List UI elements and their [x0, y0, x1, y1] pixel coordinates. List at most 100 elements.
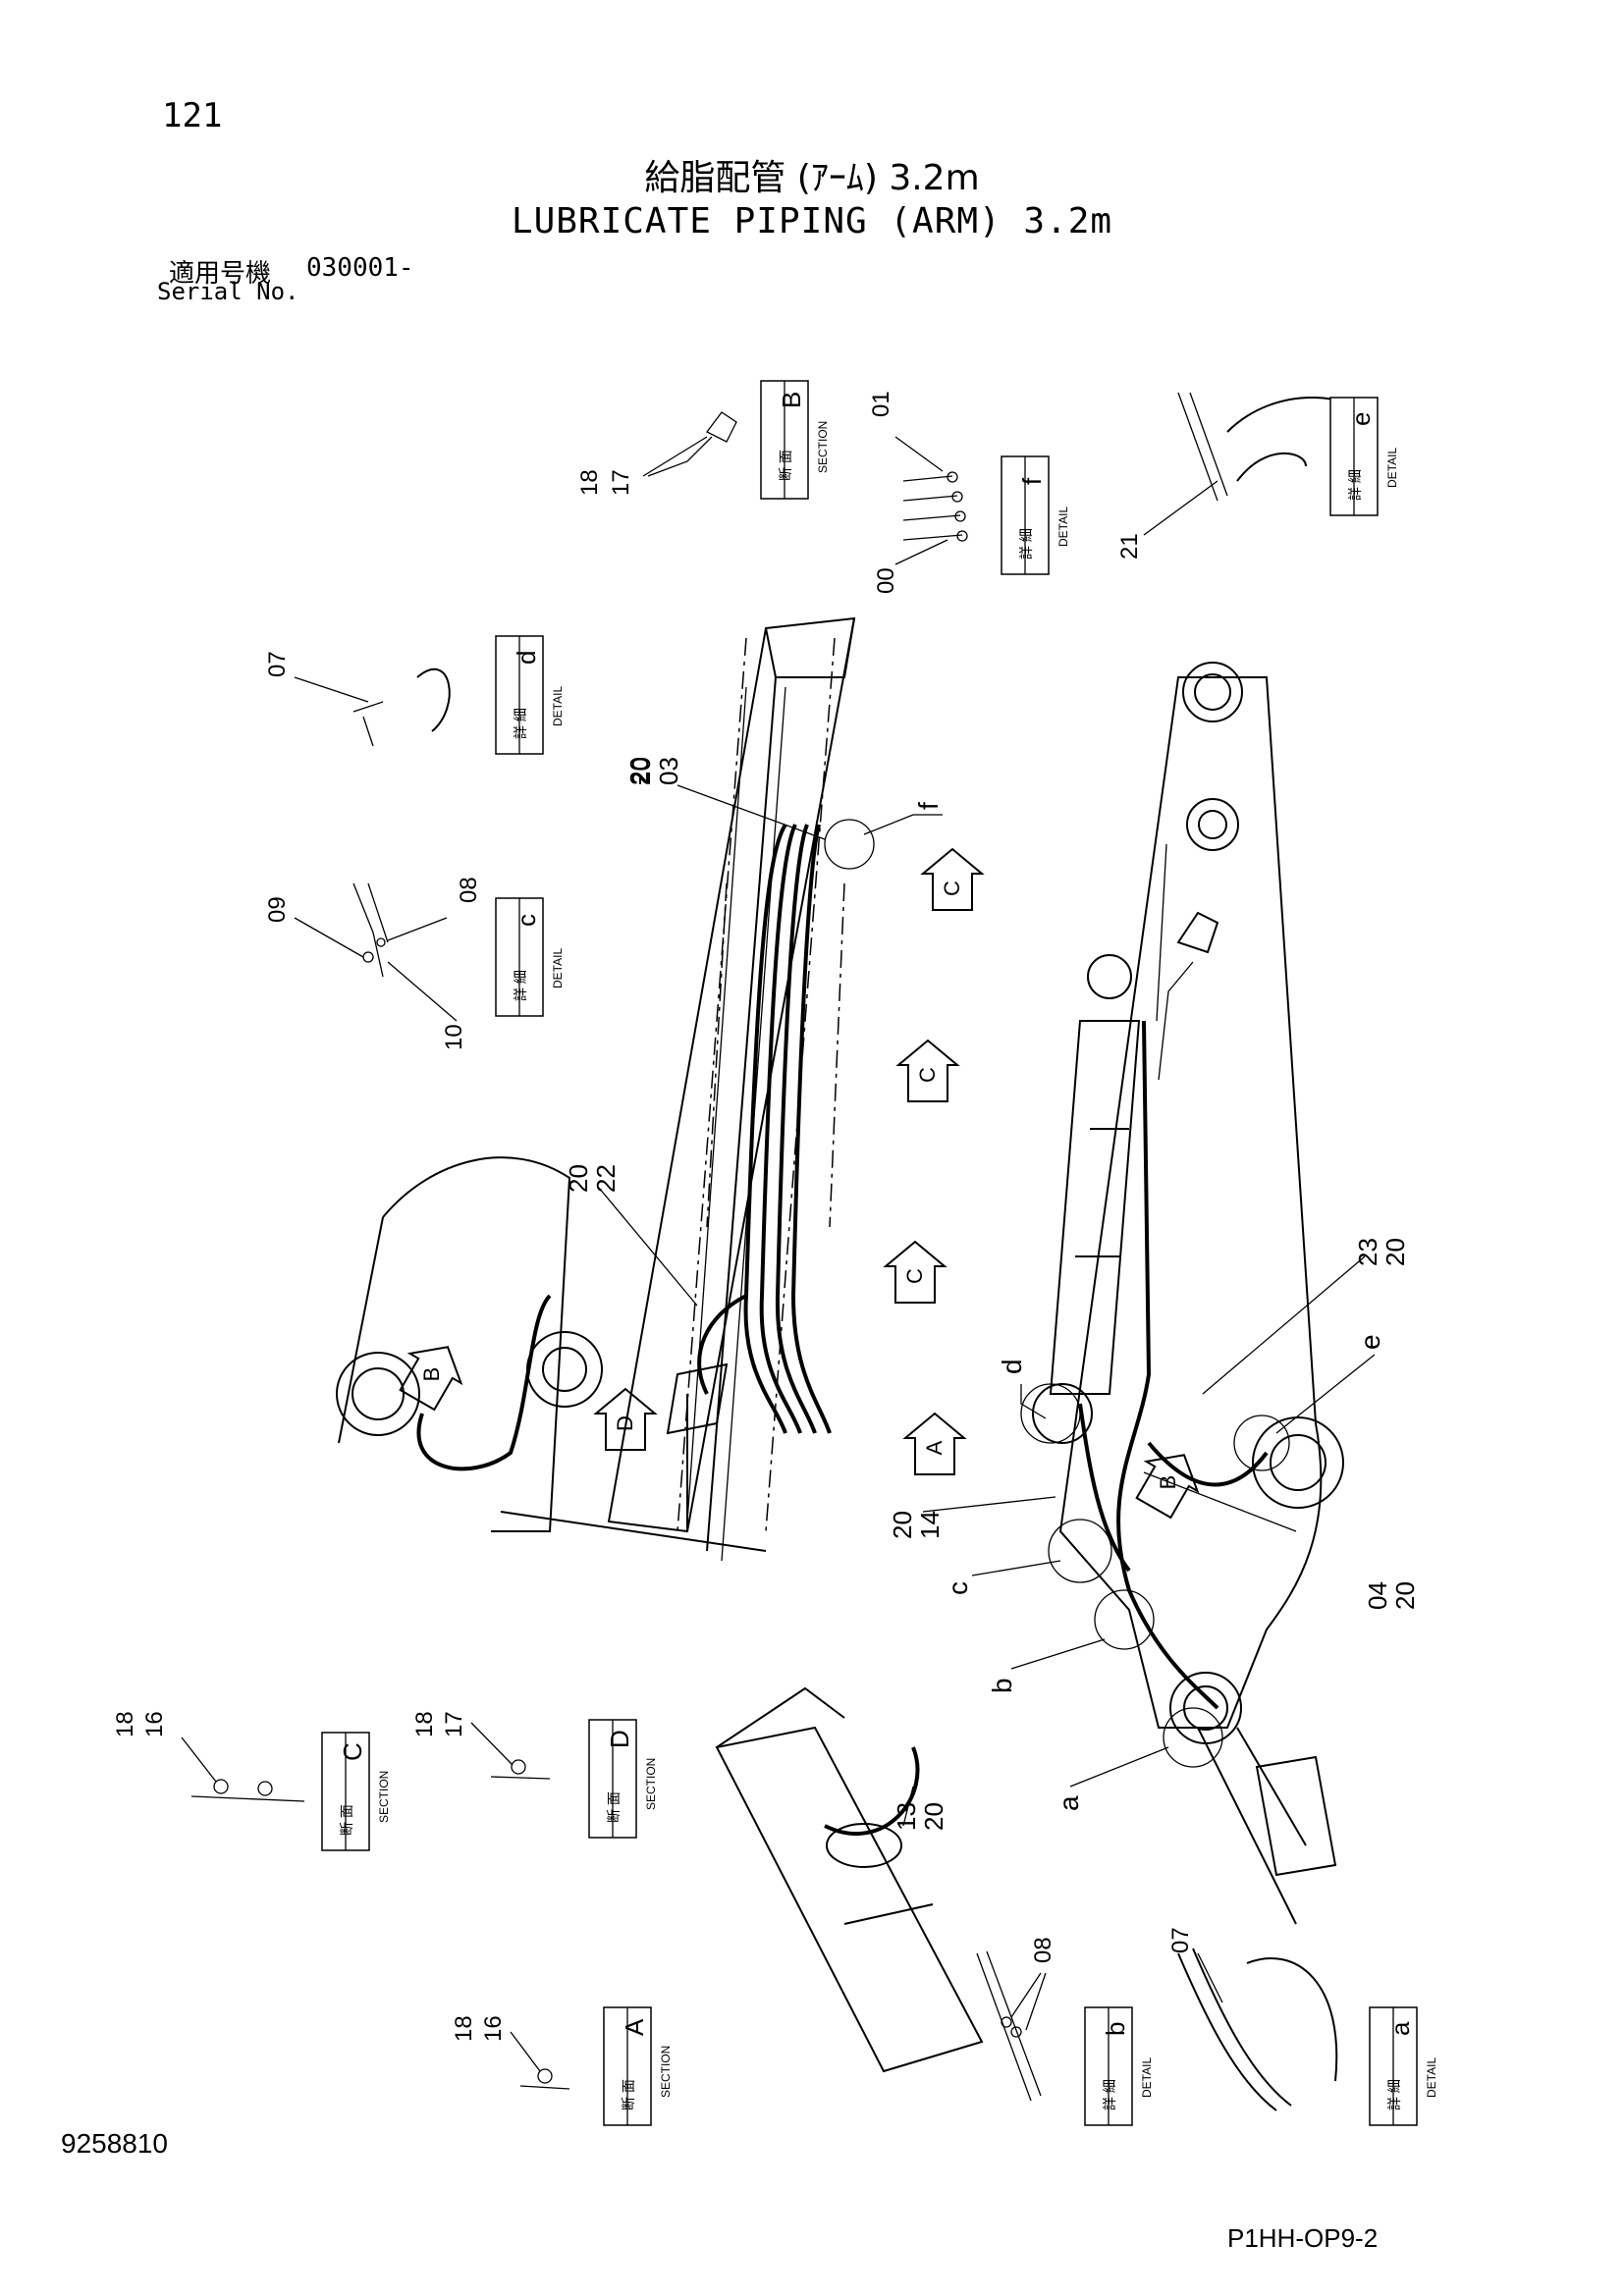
part-18: 18: [576, 469, 603, 496]
svg-text:18: 18: [112, 1711, 138, 1737]
lubrication-pipes: [416, 823, 1269, 1836]
detail-markers: [824, 819, 1290, 1768]
arm-cylinder: [715, 1686, 1337, 2073]
svg-text:16: 16: [480, 2015, 507, 2042]
svg-text:b: b: [1101, 2022, 1130, 2036]
svg-text:詳 細: 詳 細: [513, 708, 528, 739]
section-b-view: 18 17 B 断 面 SECTION: [576, 380, 830, 500]
callout-c: c: [943, 1581, 973, 1595]
svg-text:詳 細: 詳 細: [1386, 2079, 1402, 2110]
arrow-label: D: [613, 1415, 637, 1431]
callout-20-22-l2: 22: [591, 1164, 621, 1193]
svg-text:c: c: [512, 914, 541, 927]
arrow-label: C: [940, 881, 964, 896]
stacked-callouts: 20 03 20 22 23 20 20 14 04 20 13 20: [564, 757, 1420, 1831]
arrow-label: B: [1156, 1475, 1180, 1490]
svg-text:詳 細: 詳 細: [513, 970, 528, 1001]
svg-text:SECTION: SECTION: [816, 421, 830, 473]
callout-04-20-l2: 20: [1390, 1581, 1420, 1610]
svg-text:C: C: [338, 1742, 367, 1761]
callout-13-20-l2: 20: [919, 1802, 948, 1831]
serial-label-japanese: 適用号機: [169, 259, 272, 289]
section-arrow-a: A: [902, 1412, 967, 1475]
detail-e-view: 21 e 詳 細 DETAIL: [1116, 392, 1399, 560]
svg-text:詳 細: 詳 細: [1347, 469, 1363, 501]
section-arrows: C C C D B A B: [399, 847, 1200, 1520]
svg-text:DETAIL: DETAIL: [551, 686, 565, 726]
svg-text:d: d: [512, 651, 541, 665]
arrow-label: C: [902, 1268, 927, 1284]
svg-text:a: a: [1385, 2021, 1415, 2036]
callout-f: f: [913, 802, 944, 810]
svg-text:f: f: [1017, 477, 1047, 485]
detail-d-view: 07 d 詳 細 DETAIL: [264, 635, 565, 755]
arm-body: [336, 616, 856, 1562]
svg-text:断 面: 断 面: [621, 2079, 636, 2110]
svg-text:18: 18: [411, 1711, 438, 1737]
callout-a: a: [1054, 1795, 1084, 1811]
svg-text:詳 細: 詳 細: [1018, 528, 1034, 560]
svg-text:DETAIL: DETAIL: [1425, 2057, 1438, 2098]
svg-text:SECTION: SECTION: [644, 1758, 658, 1810]
svg-text:DETAIL: DETAIL: [1140, 2057, 1154, 2098]
detail-b-view: 08 b 詳 細 DETAIL: [976, 1937, 1154, 2126]
arrow-label: B: [419, 1367, 444, 1382]
svg-text:A: A: [620, 2018, 649, 2036]
svg-text:B: B: [777, 392, 806, 408]
arrow-label: A: [922, 1440, 947, 1455]
callout-13-20-l1: 13: [892, 1802, 921, 1831]
section-arrow-d: D: [593, 1387, 658, 1451]
sheet-code: P1HH-OP9-2: [1227, 2223, 1379, 2253]
drawing-number: 9258810: [61, 2128, 169, 2159]
svg-text:断 面: 断 面: [339, 1804, 354, 1836]
detail-c-view: 09 08 10 c 詳 細 DETAIL: [264, 877, 565, 1050]
callout-04-20-l1: 04: [1363, 1581, 1392, 1610]
svg-text:08: 08: [456, 877, 482, 903]
serial-number-value: 030001-: [306, 253, 414, 283]
callout-20-22-l1: 20: [564, 1164, 593, 1193]
callout-23-20-l1: 23: [1353, 1238, 1382, 1266]
section-d-view: 18 17 D 断 面 SECTION: [411, 1711, 658, 1839]
callout-b: b: [987, 1678, 1017, 1693]
svg-text:D: D: [605, 1730, 634, 1748]
callout-20-03: 20‐: [623, 757, 654, 785]
boom-body: [1058, 662, 1344, 1925]
callout-20-03-l1: 20: [626, 757, 656, 785]
title-english: LUBRICATE PIPING (ARM) 3.2m: [511, 201, 1113, 241]
section-c-view: 18 16 C 断 面 SECTION: [112, 1711, 391, 1851]
svg-text:断 面: 断 面: [606, 1791, 622, 1823]
svg-text:DETAIL: DETAIL: [551, 948, 565, 988]
svg-text:e: e: [1346, 412, 1376, 426]
callout-d: d: [997, 1359, 1027, 1374]
callout-20-03-l2: 03: [654, 757, 683, 785]
svg-text:DETAIL: DETAIL: [1385, 448, 1399, 488]
svg-text:18: 18: [451, 2015, 477, 2042]
svg-text:21: 21: [1116, 533, 1143, 560]
part-17: 17: [608, 469, 634, 496]
section-arrow-c3: C: [883, 1240, 947, 1304]
callout-e: e: [1355, 1334, 1385, 1350]
svg-text:16: 16: [141, 1711, 168, 1737]
callout-20-14-l2: 14: [915, 1511, 945, 1539]
svg-text:09: 09: [264, 896, 291, 923]
svg-text:00: 00: [873, 567, 899, 594]
svg-text:07: 07: [264, 651, 291, 677]
section-arrow-b2: B: [1135, 1454, 1200, 1520]
serial-label-english: Serial No.: [157, 278, 299, 305]
arrow-label: C: [915, 1067, 940, 1083]
svg-text:SECTION: SECTION: [659, 2046, 673, 2098]
svg-text:08: 08: [1030, 1937, 1056, 1963]
boom-cylinder: [1032, 911, 1219, 1444]
svg-text:SECTION: SECTION: [377, 1771, 391, 1823]
main-callouts: 20‐ f e d c b a: [623, 757, 1385, 1811]
detail-a-view: 07 a 詳 細 DETAIL: [1167, 1927, 1438, 2126]
arm-centerlines: [677, 637, 845, 1532]
svg-text:DETAIL: DETAIL: [1056, 507, 1070, 547]
svg-text:断 面: 断 面: [778, 450, 793, 481]
title-japanese: 給脂配管 (ｱｰﾑ) 3.2m: [644, 158, 980, 198]
svg-text:17: 17: [441, 1711, 467, 1737]
section-arrow-c2: C: [895, 1039, 960, 1102]
svg-text:詳 細: 詳 細: [1102, 2079, 1117, 2110]
detail-f-view: 01 00 f 詳 細 DETAIL: [868, 391, 1070, 594]
